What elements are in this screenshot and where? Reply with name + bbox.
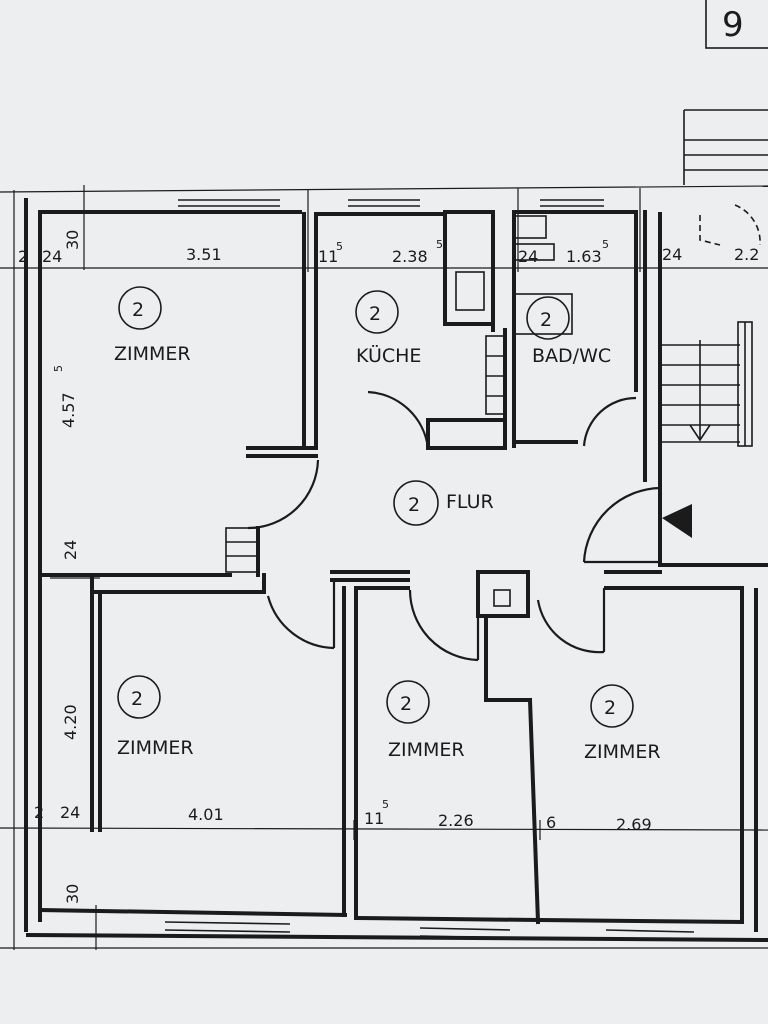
dim-right-wall: 6 [546, 813, 556, 832]
page-number: 9 [722, 5, 744, 45]
doors [247, 204, 761, 662]
dim-kueche-width-sup: 5 [436, 238, 443, 251]
dim-top-left-a: 2 [18, 247, 28, 266]
dim-top-left-b: 24 [42, 247, 62, 266]
room-name-flur: FLUR [446, 491, 494, 513]
room-number-zimmer-bottom-right: 2 [604, 697, 616, 719]
dim-kueche-width: 2.38 [392, 247, 428, 266]
room-number-zimmer-bottom-middle: 2 [400, 693, 412, 715]
dim-zimmer-bl-width: 4.01 [188, 805, 224, 824]
exterior-walls [24, 198, 768, 943]
room-name-zimmer-bottom-middle: ZIMMER [388, 739, 465, 761]
interior-walls [90, 109, 768, 932]
dim-mid-wall-sup: 5 [382, 798, 389, 811]
room-name-bad-wc: BAD/WC [532, 345, 611, 367]
dim-zimmer-br-width: 2.69 [616, 815, 652, 834]
dim-bottom-left-height: 4.20 [61, 704, 80, 740]
dimension-labels: 2 24 30 3.51 11 5 2.38 5 24 1.63 5 24 2.… [18, 230, 759, 904]
dimension-lines [0, 185, 768, 950]
dim-bad-wall: 24 [518, 247, 538, 266]
dim-kueche-wall: 11 [318, 247, 338, 266]
room-name-zimmer-bottom-right: ZIMMER [584, 741, 661, 763]
dim-mid-wall: 11 [364, 809, 384, 828]
dim-bottom-left-a: 2 [34, 803, 44, 822]
dim-zimmer-bm-width: 2.26 [438, 811, 474, 830]
room-name-zimmer-top-left: ZIMMER [114, 343, 191, 365]
dim-bottom-left-b: 24 [60, 803, 80, 822]
room-name-zimmer-bottom-left: ZIMMER [117, 737, 194, 759]
room-markers: 2 2 2 2 2 2 2 [117, 286, 634, 728]
dim-left-height: 4.57 [59, 392, 78, 428]
dim-bad-width-sup: 5 [602, 238, 609, 251]
dim-stair-width: 2.2 [734, 245, 759, 264]
room-number-bad-wc: 2 [540, 309, 552, 331]
dim-bad-width: 1.63 [566, 247, 602, 266]
dim-left-height-sup: 5 [52, 365, 65, 372]
dim-stair-wall: 24 [662, 245, 682, 264]
page-number-box: 9 [705, 0, 768, 49]
room-names: ZIMMER KÜCHE BAD/WC FLUR ZIMMER ZIMMER Z… [114, 343, 661, 763]
room-number-zimmer-top-left: 2 [132, 299, 144, 321]
dim-top-left-c: 30 [63, 230, 82, 250]
entrance-arrow-icon [662, 504, 692, 538]
room-number-flur: 2 [408, 494, 420, 516]
dim-left-wall-24: 24 [61, 540, 80, 560]
room-number-zimmer-bottom-left: 2 [131, 688, 143, 710]
room-name-kueche: KÜCHE [356, 344, 421, 367]
dim-zimmer-top-width: 3.51 [186, 245, 222, 264]
dim-kueche-wall-sup: 5 [336, 240, 343, 253]
dim-bottom-30: 30 [63, 884, 82, 904]
room-number-kueche: 2 [369, 303, 381, 325]
